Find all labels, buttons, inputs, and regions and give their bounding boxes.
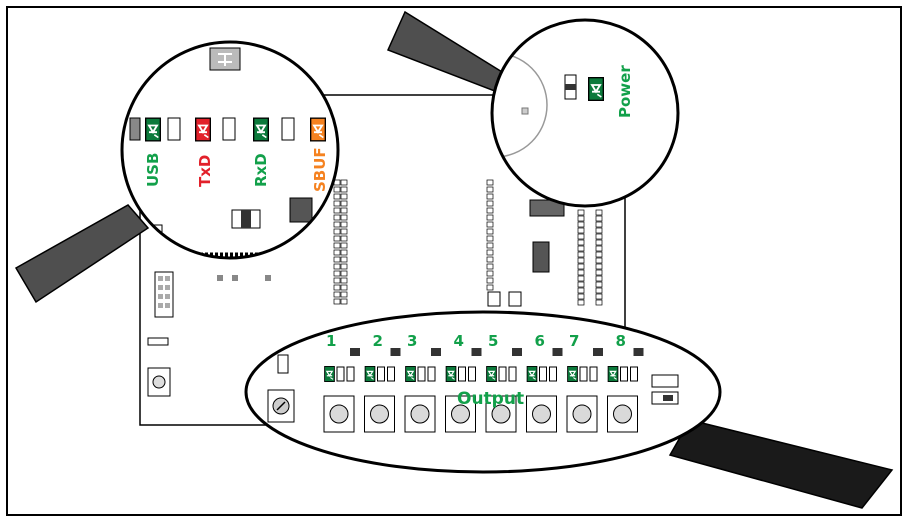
output-number-8: 8: [616, 332, 626, 350]
output-channel-2: [364, 348, 401, 433]
connector-pin-icon: [158, 276, 170, 308]
reset-button: [147, 367, 171, 397]
led-usb: [145, 117, 161, 142]
led-icon: [364, 366, 376, 382]
label-txd: TxD: [196, 155, 214, 187]
right-pin-header: [486, 179, 603, 306]
led-icon: [405, 366, 416, 382]
output-number-6: 6: [535, 332, 545, 350]
push-button-icon: [404, 395, 436, 433]
output-channel-3: [404, 348, 441, 433]
output-channel-8: [607, 348, 644, 433]
output-pointer: [668, 419, 894, 509]
output-channel-5: [485, 348, 522, 433]
output-number-3: 3: [407, 332, 417, 350]
led-icon: [567, 366, 578, 382]
output-magnifier: [244, 310, 722, 474]
label-output: Output: [457, 389, 524, 409]
led-icon: [445, 366, 457, 382]
output-number-1: 1: [326, 332, 336, 350]
push-button-icon: [526, 395, 557, 433]
output-number-7: 7: [569, 332, 579, 350]
connector-block: [154, 271, 174, 318]
status-led-magnifier: [120, 40, 340, 260]
push-button-icon: [364, 395, 395, 433]
left-pin-header: [333, 179, 348, 305]
output-channel-1: [323, 348, 360, 433]
output-number-2: 2: [373, 332, 383, 350]
led-icon: [324, 366, 335, 382]
chip-icon: [532, 241, 550, 273]
led-icon: [607, 366, 619, 382]
chip-top: [529, 199, 565, 217]
potentiometer-icon: [267, 389, 295, 423]
led-power: [588, 76, 604, 102]
push-button-icon: [607, 395, 638, 433]
label-rxd: RxD: [252, 153, 270, 187]
led-rxd: [253, 117, 269, 142]
label-sbuf: SBUF: [311, 147, 329, 192]
output-number-5: 5: [488, 332, 498, 350]
led-icon: [526, 366, 538, 382]
push-button-icon: [485, 395, 517, 433]
output-channel-6: [526, 348, 563, 433]
output-channel-4: [445, 348, 482, 433]
left-pointer: [14, 204, 150, 304]
label-usb: USB: [144, 153, 162, 187]
led-sbuf: [310, 117, 326, 142]
label-power: Power: [616, 65, 634, 118]
small-jumper: [147, 337, 169, 346]
output-number-4: 4: [454, 332, 464, 350]
push-button-icon: [323, 395, 355, 433]
push-button-icon: [566, 395, 598, 433]
led-txd: [195, 117, 211, 142]
power-led-magnifier: [490, 18, 680, 208]
led-icon: [486, 366, 497, 382]
push-button-icon: [445, 395, 476, 433]
output-channel-7: [566, 348, 603, 433]
